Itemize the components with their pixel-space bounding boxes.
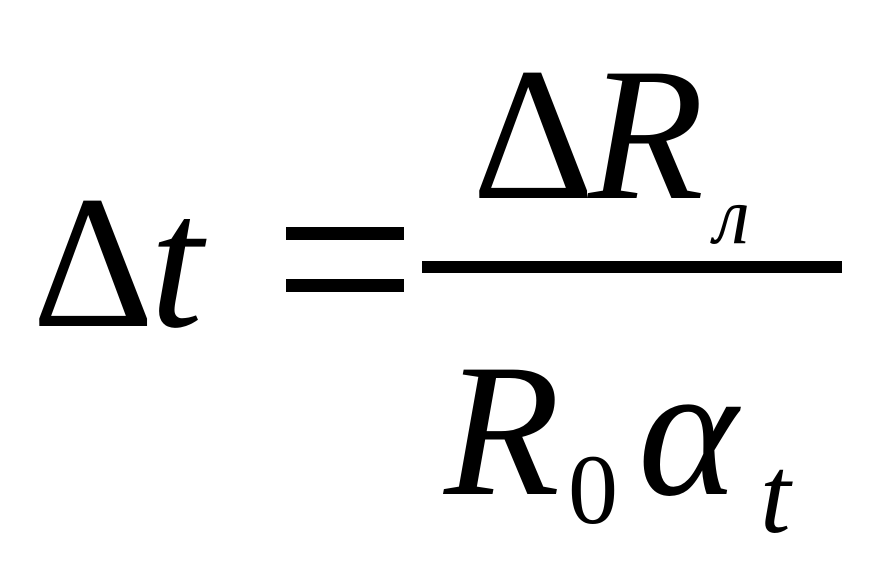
lhs-variable: t <box>150 158 203 368</box>
denominator-variable: R <box>444 326 561 536</box>
denominator-subscript: 0 <box>568 434 618 545</box>
equals-bar-top <box>286 227 404 240</box>
fraction-bar <box>422 261 842 273</box>
numerator-variable: R <box>588 30 705 240</box>
denominator-coefficient-subscript: t <box>760 434 791 556</box>
equals-bar-bottom <box>286 279 404 292</box>
denominator-coefficient: α <box>638 326 738 536</box>
numerator-delta-symbol: Δ <box>472 30 595 240</box>
lhs-delta-symbol: Δ <box>32 158 155 368</box>
numerator-subscript: л <box>714 170 750 261</box>
